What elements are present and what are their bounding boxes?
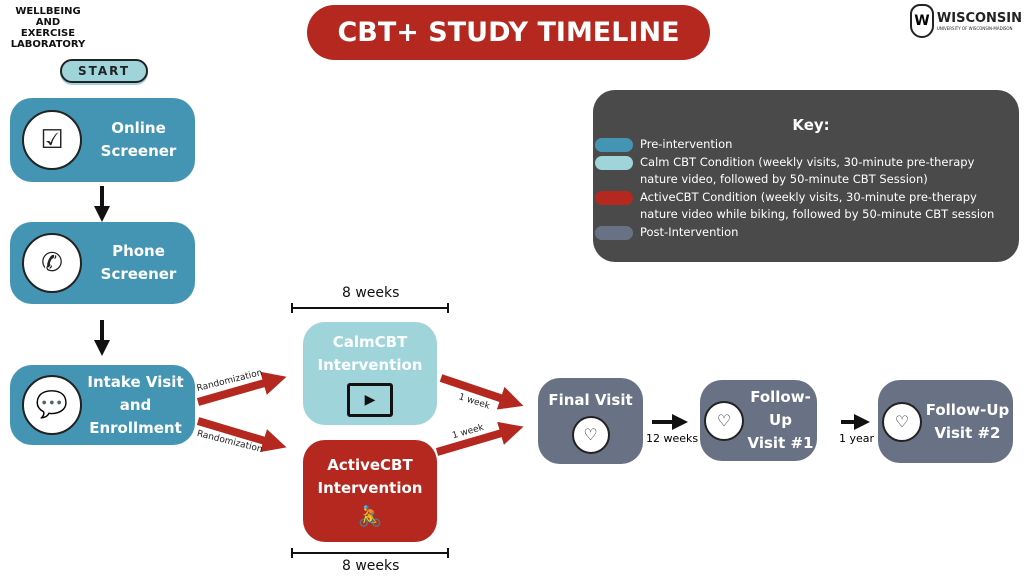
legend-swatch [595, 225, 633, 240]
step-calmcbt-intervention: CalmCBT Intervention ▶ [303, 322, 437, 425]
step-label: Enrollment [89, 418, 182, 437]
exercise-bike-icon: 🚴 [357, 504, 383, 528]
step-label: Intervention [317, 479, 423, 497]
university-logo: W WISCONSIN UNIVERSITY OF WISCONSIN-MADI… [910, 4, 1022, 38]
health-report-icon: ♡ [571, 415, 610, 454]
lab-logo-text: WELLBEING AND EXERCISE LABORATORY [10, 6, 86, 50]
step-label: Screener [100, 265, 177, 283]
legend-text: Pre-intervention [640, 137, 733, 151]
university-subname: UNIVERSITY OF WISCONSIN-MADISON [936, 26, 1013, 31]
health-report-icon: ♡ [882, 401, 922, 442]
legend-text: ActiveCBT Condition (weekly visits, 30-m… [640, 189, 995, 222]
bracket-bottom [291, 548, 449, 558]
crest-icon: W [910, 4, 934, 38]
lab-logo: WELLBEING AND EXERCISE LABORATORY [8, 6, 88, 50]
legend-swatch [595, 190, 633, 205]
start-badge: START [60, 59, 148, 83]
step-label: Follow-Up [750, 388, 811, 429]
arrow-calm-final [439, 374, 524, 410]
health-report-icon: ♡ [704, 400, 744, 441]
step-label: Phone [112, 242, 165, 260]
step-label: CalmCBT [332, 332, 408, 351]
legend-swatch [595, 155, 633, 170]
conversation-icon: 💬 [22, 375, 82, 435]
step-activecbt-intervention: ActiveCBT Intervention 🚴 [303, 440, 437, 542]
legend-item: Pre-intervention [593, 136, 1019, 154]
step-label: Visit #2 [934, 423, 1001, 442]
step-label: Online [111, 119, 166, 137]
legend-item: ActiveCBT Condition (weekly visits, 30-m… [593, 189, 1019, 224]
step-label: and [119, 395, 152, 414]
legend-item: Post-Intervention [593, 224, 1019, 242]
step-final-visit: Final Visit ♡ [538, 378, 643, 464]
university-name: WISCONSIN [936, 11, 1022, 26]
legend-title: Key: [792, 116, 830, 134]
legend-swatch [595, 138, 633, 152]
step-label: Final Visit [548, 390, 633, 409]
page-title: CBT+ STUDY TIMELINE [307, 5, 710, 60]
arrow-intake-active [196, 417, 287, 453]
legend-text: Post-Intervention [640, 224, 739, 239]
step-label: Intake Visit [87, 372, 184, 391]
step-label: Follow-Up [925, 400, 1010, 419]
eight-weeks-label-top: 8 weeks [342, 285, 400, 301]
twelve-weeks-label: 12 weeks [646, 432, 699, 445]
eight-weeks-label-bottom: 8 weeks [342, 558, 400, 574]
step-label: Intervention [317, 355, 423, 374]
bracket-top [291, 303, 449, 313]
checklist-icon: ☑ [22, 110, 82, 170]
step-label: ActiveCBT [327, 456, 413, 474]
page-title-text: CBT+ STUDY TIMELINE [337, 17, 680, 48]
phone-icon: ✆ [22, 233, 82, 293]
legend-text: Calm CBT Condition (weekly visits, 30-mi… [640, 154, 975, 187]
step-label: Visit #1 [747, 434, 814, 452]
one-year-label: 1 year [839, 432, 875, 445]
step-label: Screener [100, 142, 177, 160]
arrow-active-final [435, 421, 524, 456]
arrow-intake-calm [196, 371, 287, 406]
video-call-icon: ▶ [347, 382, 393, 417]
legend-item: Calm CBT Condition (weekly visits, 30-mi… [593, 154, 1019, 189]
start-label: START [77, 64, 131, 78]
